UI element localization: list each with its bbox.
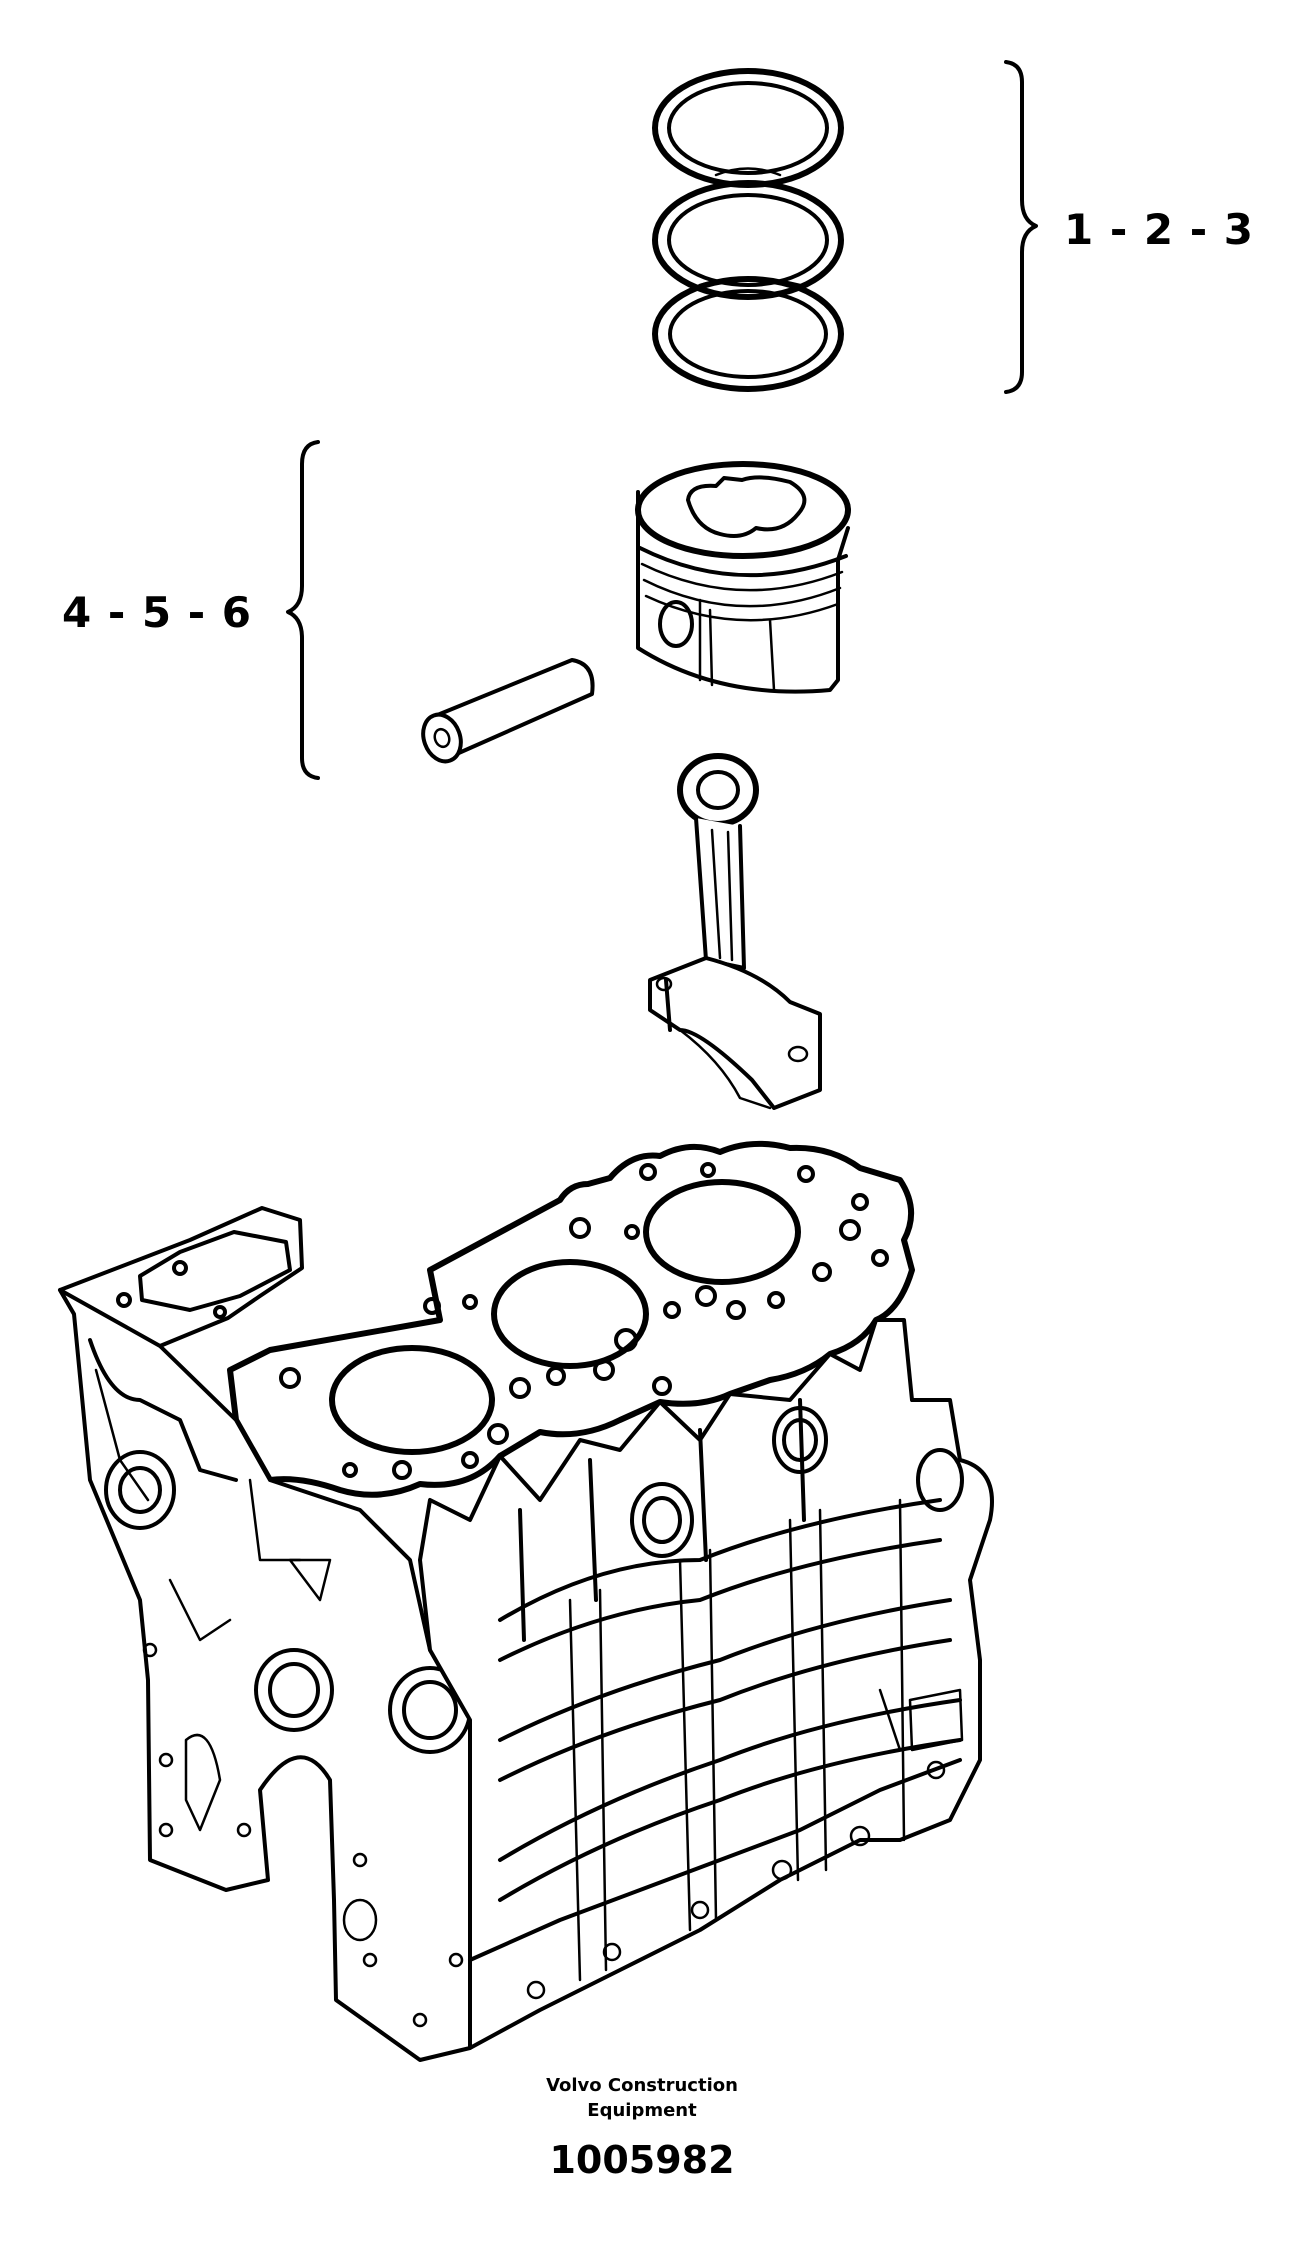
piston-ring-1 xyxy=(652,68,844,188)
brace-rings xyxy=(1004,60,1038,394)
cylinder-bore-2 xyxy=(491,1259,649,1369)
caption-company-line2: Equipment xyxy=(587,2100,697,2121)
piston xyxy=(635,461,851,694)
cylinder-bore-1 xyxy=(329,1345,495,1455)
connecting-rod xyxy=(648,753,822,1110)
brace-piston xyxy=(286,440,320,780)
callout-piston: 4 - 5 - 6 xyxy=(62,588,253,637)
piston-ring-2 xyxy=(652,180,844,300)
deck-holes xyxy=(279,1162,889,1480)
cylinder-bore-3 xyxy=(643,1179,801,1285)
piston-rings-group xyxy=(652,68,844,392)
caption-company-line1: Volvo Construction xyxy=(546,2075,738,2096)
caption-part-number: 1005982 xyxy=(549,2138,735,2182)
block-ribs xyxy=(498,1498,962,1982)
piston-ring-3 xyxy=(652,276,844,392)
piston-pin xyxy=(421,658,595,764)
cylinder-block xyxy=(58,1140,994,2062)
callout-rings: 1 - 2 - 3 xyxy=(1064,205,1255,254)
